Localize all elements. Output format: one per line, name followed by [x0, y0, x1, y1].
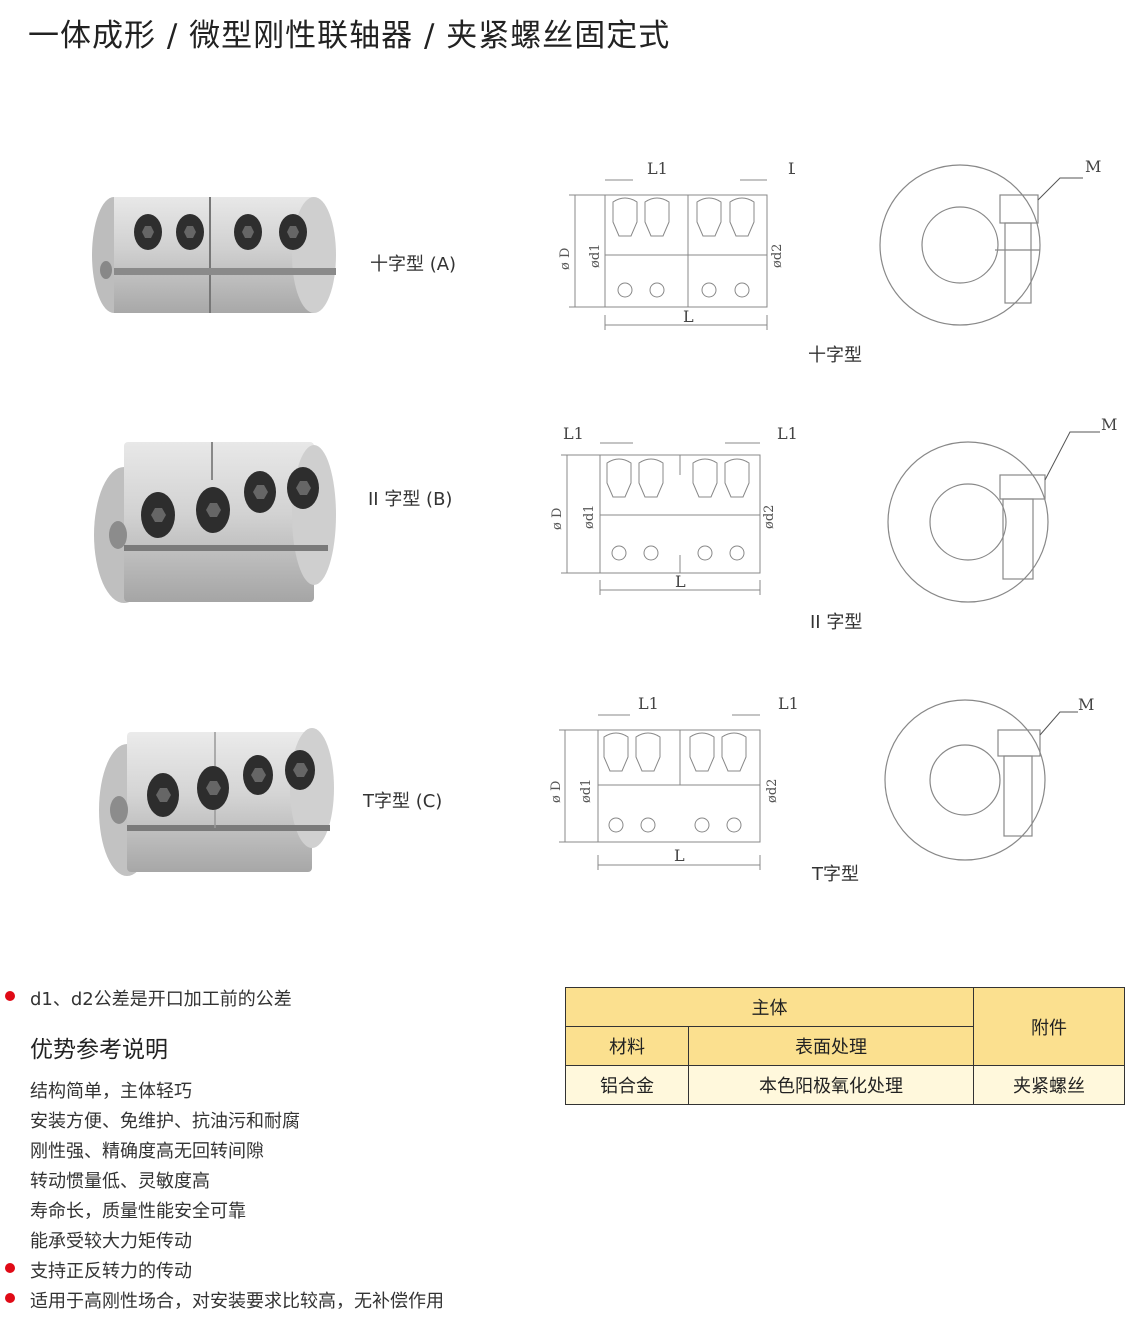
dim-d2-b: ød2	[762, 505, 777, 529]
type-label-a: 十字型 (A)	[370, 254, 457, 275]
dim-l1-left-c: L1	[638, 695, 659, 713]
dim-d2-a: ød2	[770, 244, 785, 268]
dim-l1-left-a: L1	[647, 160, 668, 178]
advantage-item: 能承受较大力矩传动	[30, 1231, 192, 1252]
advantage-bullet: 支持正反转力的传动	[30, 1261, 192, 1282]
dim-l1-right-b: L1	[777, 425, 798, 443]
dim-d1-c: ød1	[579, 779, 594, 803]
advantage-item: 安装方便、免维护、抗油污和耐腐	[30, 1111, 300, 1132]
side-view-drawing-b: L1 L1 L ø D ød1 ød2	[550, 425, 798, 595]
advantage-item: 结构简单，主体轻巧	[30, 1081, 192, 1102]
type-label-b: II 字型 (B)	[368, 489, 453, 510]
table-head-main-body: 主体	[565, 987, 974, 1027]
dim-l1-left-b: L1	[563, 425, 584, 443]
advantage-item: 寿命长，质量性能安全可靠	[30, 1201, 246, 1222]
advantages-title: 优势参考说明	[30, 1037, 168, 1063]
dim-m-b: M	[1101, 415, 1117, 434]
dim-d1-a: ød1	[588, 244, 603, 268]
table-cell-surface: 本色阳极氧化处理	[688, 1065, 974, 1105]
table-head-material: 材料	[565, 1026, 689, 1066]
table-head-surface: 表面处理	[688, 1026, 974, 1066]
coupling-row-b: II 字型 (B) L1 L1 L ø D ød1 ød2	[0, 410, 1140, 640]
dim-l1-right-c: L1	[778, 695, 799, 713]
coupling-photo-b	[94, 442, 336, 603]
advantage-item: 刚性强、精确度高无回转间隙	[30, 1141, 264, 1162]
end-view-drawing-b: M	[887, 415, 1117, 603]
drawing-caption-a: 十字型	[808, 345, 862, 366]
drawing-caption-c: T字型	[812, 864, 859, 885]
bullet-dot	[5, 1293, 15, 1303]
bullet-dot	[5, 991, 15, 1001]
coupling-photo-c	[99, 728, 334, 876]
coupling-row-a: 十字型 (A) L1 L1 L ø D ød1 ød2	[0, 150, 1140, 380]
dim-m-a: M	[1085, 157, 1101, 176]
dim-d2-c: ød2	[765, 779, 780, 803]
type-label-c: T字型 (C)	[363, 791, 443, 812]
spec-table: 主体 附件 材料 表面处理 铝合金 本色阳极氧化处理 夹紧螺丝	[565, 987, 1125, 1105]
dim-m-c: M	[1078, 695, 1094, 714]
bullet-dot	[5, 1263, 15, 1273]
dim-l-b: L	[675, 572, 686, 591]
advantage-bullet: 适用于高刚性场合，对安装要求比较高，无补偿作用	[30, 1291, 444, 1312]
dim-d-a: ø D	[558, 248, 573, 270]
page-title: 一体成形 / 微型刚性联轴器 / 夹紧螺丝固定式	[28, 18, 671, 54]
end-view-drawing-c: M	[884, 695, 1094, 861]
dim-l-a: L	[683, 307, 694, 326]
advantage-item: 转动惯量低、灵敏度高	[30, 1171, 210, 1192]
coupling-photo-a	[92, 197, 336, 313]
table-cell-accessory: 夹紧螺丝	[973, 1065, 1125, 1105]
side-view-drawing-a: L1 L1 L ø D ød1 ød2	[558, 160, 795, 330]
table-cell-material: 铝合金	[565, 1065, 689, 1105]
end-view-drawing-a: M	[879, 157, 1101, 326]
dim-d1-b: ød1	[582, 505, 597, 529]
tolerance-note: d1、d2公差是开口加工前的公差	[30, 989, 292, 1010]
side-view-drawing-c: L1 L1 L ø D ød1 ød2	[549, 695, 799, 870]
dim-d-b: ø D	[550, 508, 565, 530]
table-head-accessory: 附件	[973, 987, 1125, 1066]
dim-l1-right-a: L1	[788, 160, 795, 178]
coupling-row-c: T字型 (C) L1 L1 L ø D ød1 ød2	[0, 690, 1140, 900]
dim-l-c: L	[674, 846, 685, 865]
drawing-caption-b: II 字型	[810, 612, 863, 633]
dim-d-c: ø D	[549, 781, 564, 803]
